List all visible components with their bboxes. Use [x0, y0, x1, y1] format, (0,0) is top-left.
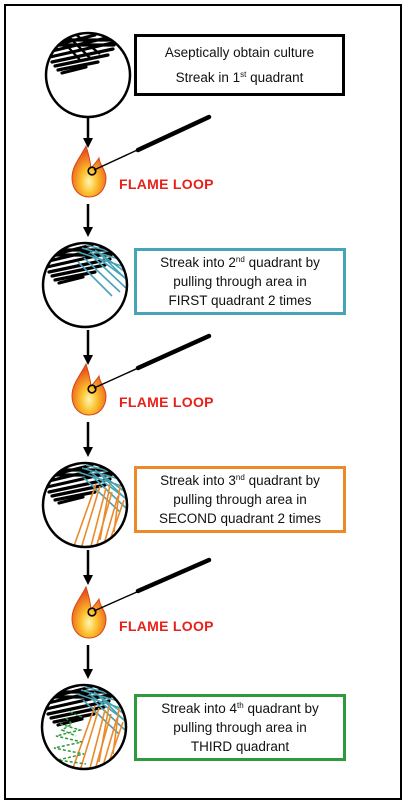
- flame-loop-graphic-2: [71, 333, 212, 416]
- diagram-frame: [4, 4, 402, 800]
- flame-loop-graphic-1: [71, 114, 212, 198]
- step-3-line-3: SECOND quadrant 2 times: [158, 511, 322, 526]
- inoculating-loop-handle: [135, 333, 212, 371]
- petri-plate-4: [40, 683, 128, 771]
- streak-quadrant-3: [72, 705, 124, 769]
- loop-tip: [87, 166, 97, 176]
- step-4-box: Streak into 4th quadrant by pulling thro…: [134, 694, 346, 761]
- petri-plate-1: [44, 31, 132, 119]
- step-2-box: Streak into 2nd quadrant by pulling thro…: [134, 248, 346, 315]
- flame-loop-label-1: FLAME LOOP: [119, 176, 214, 192]
- flame-loop-label-3: FLAME LOOP: [119, 618, 214, 634]
- flame-loop-graphic-3: [71, 557, 212, 639]
- inoculating-loop-handle: [135, 557, 212, 594]
- step-4-line-3: THIRD quadrant: [190, 739, 290, 754]
- petri-plate-3: [41, 461, 129, 549]
- inoculating-loop-handle: [135, 114, 212, 153]
- step-2-line-3: FIRST quadrant 2 times: [168, 293, 312, 308]
- step-1-line-1: Aseptically obtain culture: [164, 45, 315, 60]
- step-2-line-1: Streak into 2nd quadrant by: [160, 255, 320, 270]
- step-4-line-2: pulling through area in: [173, 720, 307, 735]
- loop-tip: [87, 384, 97, 394]
- flame-loop-label-2: FLAME LOOP: [119, 394, 214, 410]
- streak-quadrant-3: [73, 483, 125, 547]
- streak-quadrant-2: [77, 244, 127, 297]
- step-4-line-1: Streak into 4th quadrant by: [161, 701, 319, 716]
- petri-plate-2: [41, 241, 129, 329]
- step-1-line-2: Streak in 1st quadrant: [175, 70, 304, 85]
- step-3-line-2: pulling through area in: [173, 492, 307, 507]
- step-3-line-1: Streak into 3nd quadrant by: [160, 473, 320, 488]
- step-3-box: Streak into 3nd quadrant by pulling thro…: [134, 466, 346, 533]
- step-2-line-2: pulling through area in: [173, 274, 307, 289]
- step-1-box: Aseptically obtain culture Streak in 1st…: [134, 34, 345, 96]
- loop-tip: [87, 607, 97, 617]
- streak-quadrant-4: [53, 711, 87, 765]
